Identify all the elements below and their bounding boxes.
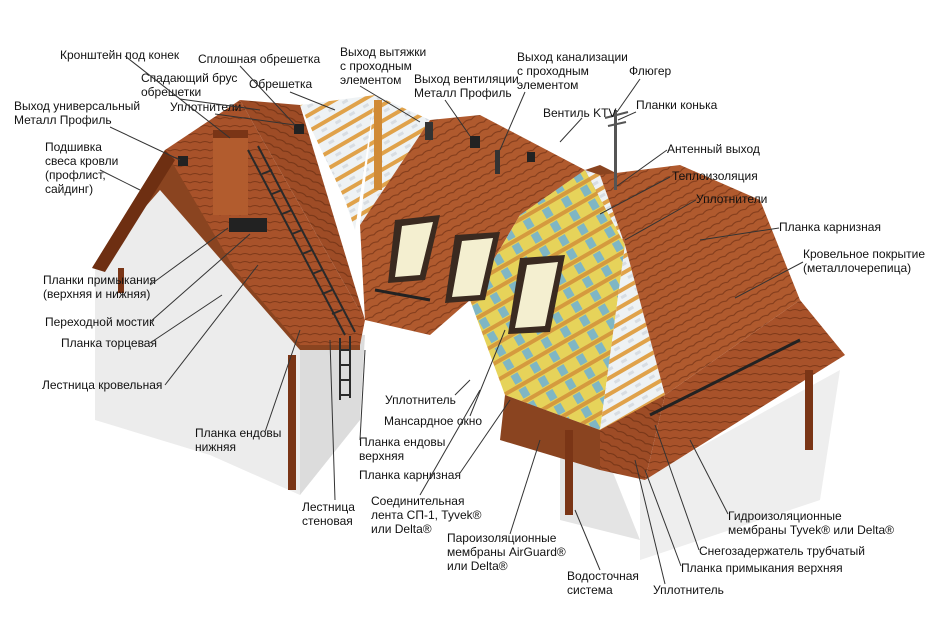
label-planka-torcevaya: Планка торцевая bbox=[61, 336, 157, 350]
label-vyhod-kanalizacii: Выход канализации с проходным элементом bbox=[517, 50, 628, 92]
label-kronshtein: Кронштейн под конек bbox=[60, 48, 180, 62]
label-lestnica-stenovaya: Лестница стеновая bbox=[302, 500, 355, 528]
label-snegozaderzhatel: Снегозадержатель трубчатый bbox=[699, 544, 865, 558]
label-vyhod-vytyazhki: Выход вытяжки с проходным элементом bbox=[340, 45, 427, 87]
label-planka-endovy-verh: Планка ендовы верхняя bbox=[359, 435, 446, 463]
label-gidroizolyacionnye-membrany: Гидроизоляционные мембраны Tyvek® или De… bbox=[728, 509, 894, 537]
label-fluger: Флюгер bbox=[629, 64, 672, 78]
label-teploizolyaciya: Теплоизоляция bbox=[672, 169, 758, 183]
label-vyhod-universalny: Выход универсальный Металл Профиль bbox=[14, 99, 141, 127]
label-soedinitelnaya-lenta: Соединительная лента СП-1, Tyvek® или De… bbox=[371, 494, 482, 536]
label-planki-primykaniya: Планки примыкания (верхняя и нижняя) bbox=[43, 273, 156, 301]
label-lestnica-krovelnaya: Лестница кровельная bbox=[42, 378, 163, 392]
label-obreshetka: Обрешетка bbox=[249, 77, 313, 91]
label-planka-karniznaya-right: Планка карнизная bbox=[779, 220, 881, 234]
label-vodostochnaya-sistema: Водосточная система bbox=[567, 569, 639, 597]
roof-sheathing-exposed bbox=[300, 95, 430, 230]
label-planka-karniznaya-bottom: Планка карнизная bbox=[359, 468, 461, 482]
label-podshivka: Подшивка свеса кровли (профлист, сайдинг… bbox=[45, 140, 119, 196]
label-sploshnaya-obreshetka: Сплошная обрешетка bbox=[198, 52, 321, 66]
label-planka-endovy-nizh: Планка ендовы нижняя bbox=[195, 426, 282, 454]
label-uplotniteli-top: Уплотнители bbox=[170, 100, 242, 114]
label-uplotniteli-right: Уплотнители bbox=[696, 192, 768, 206]
label-perehodnoy-mostik: Переходной мостик bbox=[45, 315, 155, 329]
label-planka-primykaniya-verh: Планка примыкания верхняя bbox=[681, 561, 843, 575]
label-mansardnoe-okno: Мансардное окно bbox=[384, 414, 483, 428]
roof-ladders bbox=[247, 145, 356, 400]
label-vyhod-ventilyacii: Выход вентиляции Металл Профиль bbox=[414, 72, 519, 100]
label-uplotnitel-bottom: Уплотнитель bbox=[653, 583, 724, 597]
label-ventil-ktv: Вентиль KTV bbox=[543, 106, 617, 120]
snow-guards bbox=[374, 288, 801, 417]
roof-penetrations bbox=[178, 110, 629, 232]
label-planki-konka: Планки конька bbox=[636, 98, 718, 112]
label-krovelnoe-pokrytie: Кровельное покрытие (металлочерепица) bbox=[803, 247, 926, 275]
label-paroizolyacionnye-membrany: Пароизоляционные мембраны AirGuard® или … bbox=[447, 531, 566, 573]
label-uplotnitel-mid: Уплотнитель bbox=[385, 393, 456, 407]
roof-windows bbox=[388, 215, 565, 334]
label-spadayushchiy-brus: Спадающий брус обрешетки bbox=[141, 71, 238, 99]
label-antenny-vyhod: Антенный выход bbox=[667, 142, 760, 156]
